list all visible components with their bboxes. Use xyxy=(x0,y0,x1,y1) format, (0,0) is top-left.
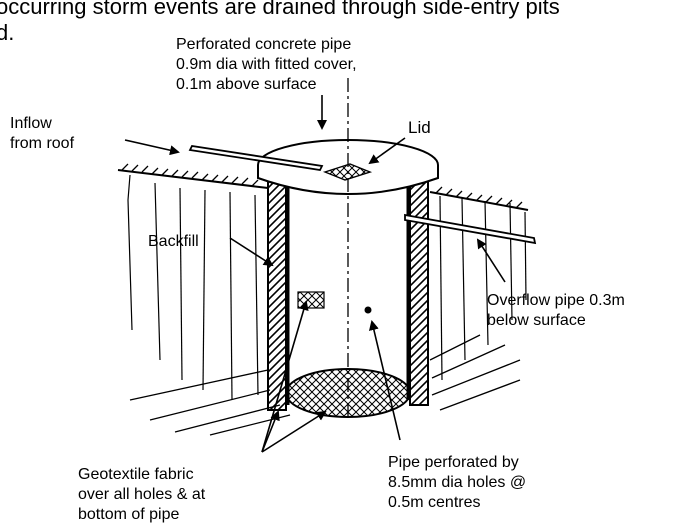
label-pipe-line3: 0.1m above surface xyxy=(176,76,317,93)
overflow-pipe xyxy=(404,213,537,245)
label-pipe-line2: 0.9m dia with fitted cover, xyxy=(176,56,357,73)
arrow-overflow xyxy=(476,238,506,283)
label-lid: Lid xyxy=(408,118,431,137)
inflow-pipe xyxy=(188,145,324,171)
perforation-hole xyxy=(364,306,372,314)
label-backfill: Backfill xyxy=(148,233,199,250)
label-inflow-line2: from roof xyxy=(10,135,75,152)
label-overflow-line1: Overflow pipe 0.3m xyxy=(487,292,625,309)
soil-lines xyxy=(127,174,527,401)
label-pipe-line1: Perforated concrete pipe xyxy=(176,36,351,53)
base-lines xyxy=(129,334,521,436)
label-inflow: Inflow from roof xyxy=(10,115,75,152)
label-geotextile-line3: bottom of pipe xyxy=(78,506,180,523)
label-geotextile-line1: Geotextile fabric xyxy=(78,466,194,483)
arrow-inflow xyxy=(124,139,180,156)
label-pipe: Perforated concrete pipe 0.9m dia with f… xyxy=(176,36,357,93)
label-overflow: Overflow pipe 0.3m below surface xyxy=(487,292,625,329)
label-perforated-line2: 8.5mm dia holes @ xyxy=(388,474,526,491)
pipe-wall-left xyxy=(267,179,287,411)
label-geotextile-line2: over all holes & at xyxy=(78,486,206,503)
header-text-line2: d. xyxy=(0,20,14,45)
ground-hatch xyxy=(121,163,523,209)
label-perforated: Pipe perforated by 8.5mm dia holes @ 0.5… xyxy=(388,454,526,511)
wall-geotextile-patch xyxy=(297,291,325,309)
label-perforated-line1: Pipe perforated by xyxy=(388,454,519,471)
arrow-geotextile-2 xyxy=(261,410,280,453)
header-text-line1: occurring storm events are drained throu… xyxy=(0,0,560,19)
label-overflow-line2: below surface xyxy=(487,312,586,329)
arrow-lid xyxy=(368,137,406,165)
arrow-backfill xyxy=(229,237,274,267)
label-geotextile: Geotextile fabric over all holes & at bo… xyxy=(78,466,206,523)
arrow-perforated xyxy=(368,320,401,441)
leader-arrows xyxy=(124,95,506,453)
pipe-wall-right xyxy=(409,179,429,406)
arrow-geotextile-3 xyxy=(261,410,327,453)
label-perforated-line3: 0.5m centres xyxy=(388,494,480,511)
arrow-geotextile-1 xyxy=(261,300,309,453)
label-inflow-line1: Inflow xyxy=(10,115,52,132)
